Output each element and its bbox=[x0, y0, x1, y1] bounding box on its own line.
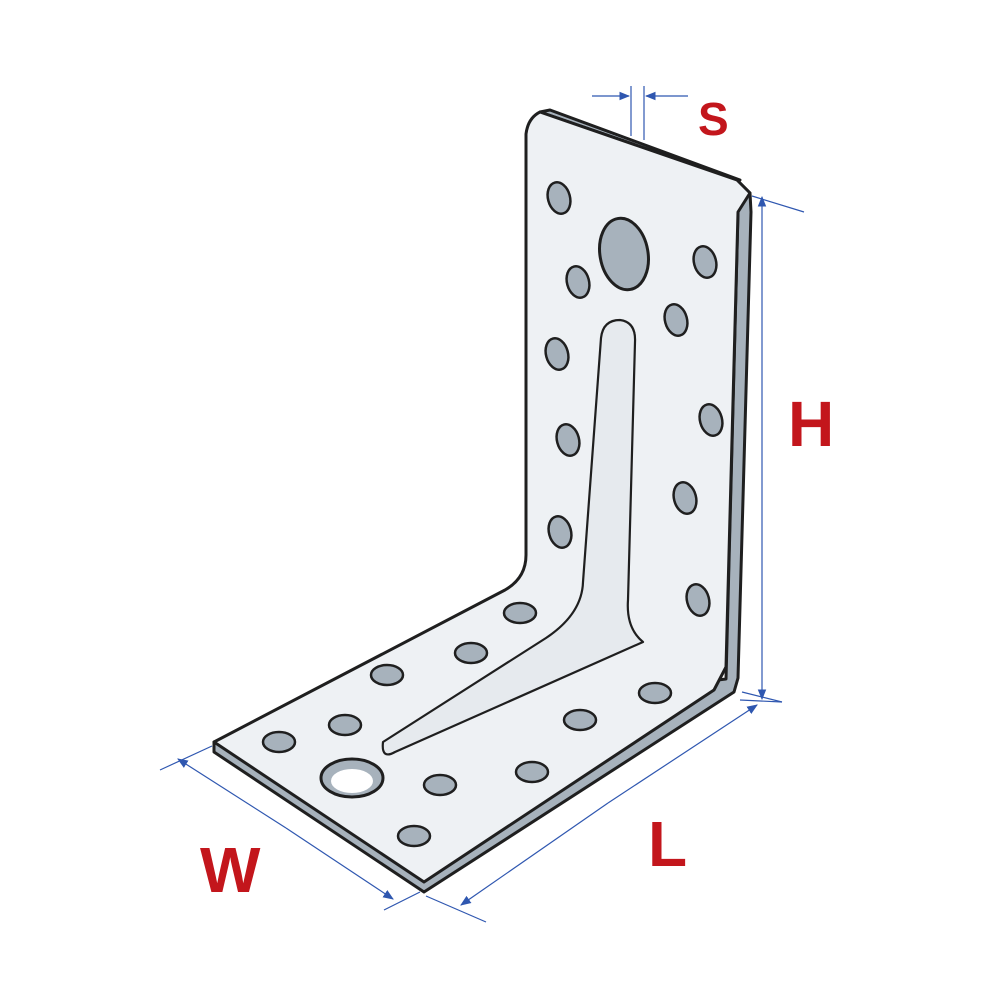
dimension-label-s: S bbox=[698, 93, 729, 145]
hole bbox=[369, 663, 405, 687]
vertical-leg-holes bbox=[544, 181, 724, 617]
dimension-label-h: H bbox=[788, 388, 835, 460]
hole bbox=[555, 423, 581, 457]
horizontal-leg-holes bbox=[261, 601, 673, 848]
hole bbox=[261, 730, 297, 754]
dimension-l bbox=[425, 699, 783, 923]
hole bbox=[562, 708, 598, 732]
dimension-s bbox=[592, 86, 688, 140]
hole bbox=[396, 824, 432, 848]
hole bbox=[327, 713, 363, 737]
hole bbox=[637, 681, 673, 705]
hole bbox=[453, 641, 489, 665]
large-hole-vertical bbox=[598, 216, 650, 292]
hole bbox=[663, 303, 689, 337]
hole bbox=[692, 245, 718, 279]
hole bbox=[698, 403, 724, 437]
stiffening-rib bbox=[381, 318, 645, 756]
hole bbox=[672, 481, 698, 515]
dimension-h bbox=[741, 195, 805, 703]
hole bbox=[685, 583, 711, 617]
hole bbox=[544, 337, 570, 371]
dimension-label-l: L bbox=[648, 808, 688, 880]
dimension-w bbox=[159, 745, 421, 911]
plate-face bbox=[212, 110, 752, 884]
hole bbox=[514, 760, 550, 784]
large-holes bbox=[319, 216, 650, 799]
hole bbox=[422, 773, 458, 797]
hole bbox=[502, 601, 538, 625]
hole bbox=[547, 515, 573, 549]
dimension-label-w: W bbox=[200, 834, 261, 906]
hole bbox=[565, 265, 591, 299]
hole bbox=[546, 181, 572, 215]
